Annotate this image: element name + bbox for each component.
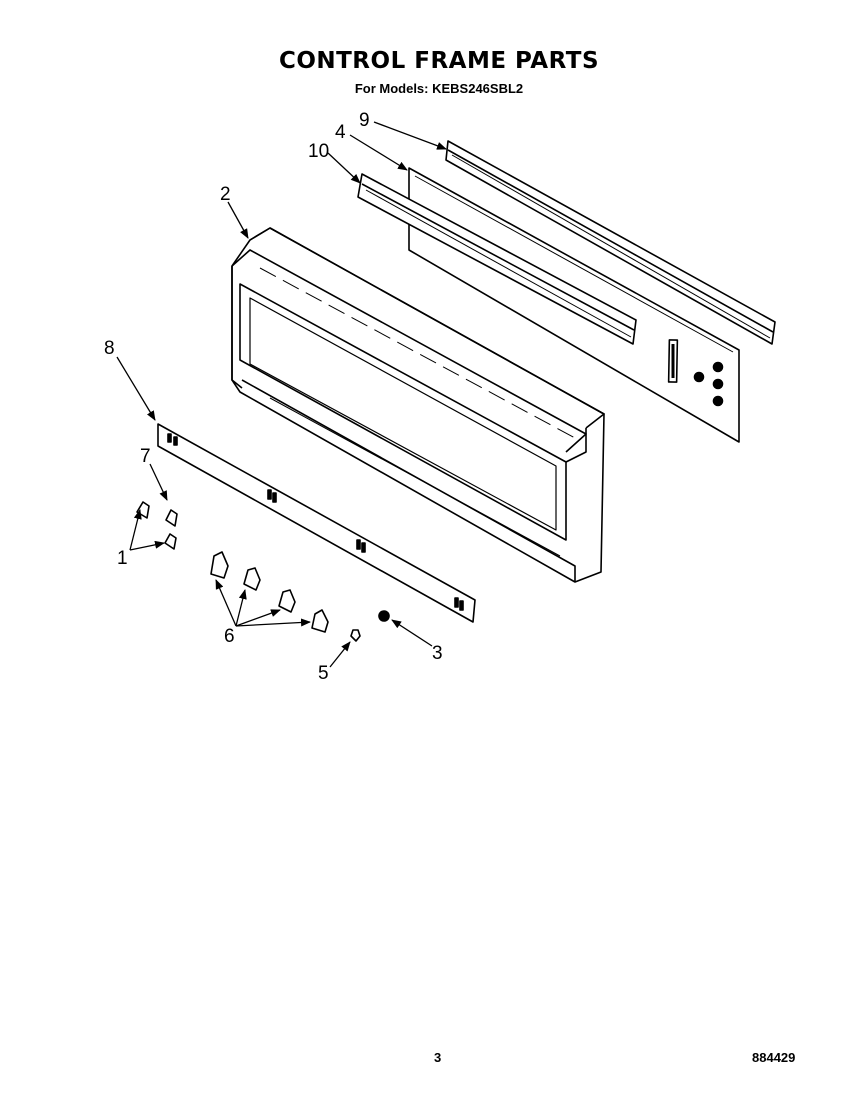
callout-7: 7 bbox=[140, 446, 151, 467]
mounting-strip-part-8 bbox=[157, 423, 476, 623]
control-frame-part-2 bbox=[231, 227, 605, 583]
callout-9: 9 bbox=[359, 110, 370, 131]
nut-part-3 bbox=[378, 610, 390, 622]
callout-2: 2 bbox=[220, 184, 231, 205]
document-number: 884429 bbox=[752, 1050, 796, 1065]
screw-part-5 bbox=[350, 629, 361, 642]
retainers-part-6 bbox=[210, 551, 329, 633]
callout-3: 3 bbox=[432, 643, 443, 664]
callout-6: 6 bbox=[224, 626, 235, 647]
callout-8: 8 bbox=[104, 338, 115, 359]
page-title: CONTROL FRAME PARTS bbox=[278, 48, 600, 74]
model-subtitle: For Models: KEBS246SBL2 bbox=[354, 81, 524, 96]
callout-10: 10 bbox=[308, 141, 329, 162]
clips-part-1-7 bbox=[136, 501, 178, 550]
callout-1: 1 bbox=[117, 548, 128, 569]
callout-5: 5 bbox=[318, 663, 329, 684]
page-number: 3 bbox=[434, 1050, 442, 1065]
leader-lines bbox=[116, 121, 447, 668]
trim-strip-part-10 bbox=[357, 173, 637, 345]
callout-4: 4 bbox=[335, 122, 346, 143]
trim-strip-part-9 bbox=[445, 140, 776, 345]
